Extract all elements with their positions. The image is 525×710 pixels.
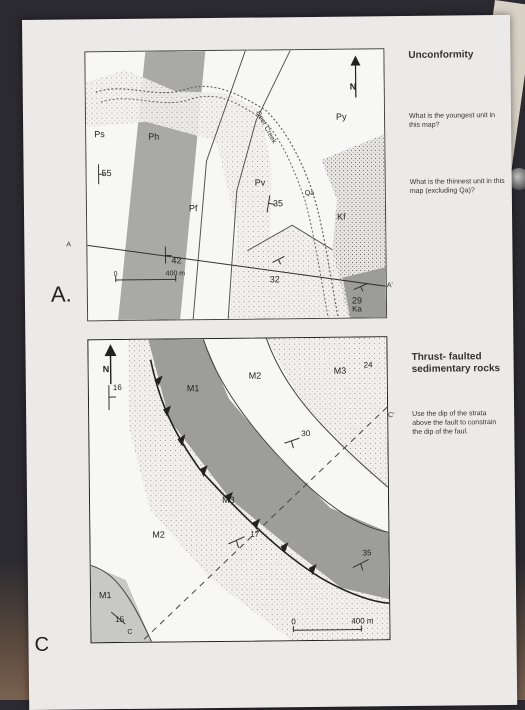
svg-text:M1: M1 [99,590,112,600]
svg-text:M3: M3 [334,366,347,376]
svg-text:Qa: Qa [305,190,315,197]
svg-text:Pv: Pv [255,177,266,187]
svg-text:Py: Py [336,112,347,122]
svg-text:55: 55 [102,168,112,178]
svg-text:C: C [127,629,132,636]
svg-text:Pf: Pf [189,203,198,213]
svg-text:N: N [350,82,357,92]
worksheet-page: A. [22,15,517,710]
svg-text:24: 24 [364,360,374,369]
section-c-letter: C [34,634,49,657]
svg-text:Ka: Ka [352,304,362,313]
section-a-start: A [66,241,71,248]
svg-text:0: 0 [114,271,118,278]
svg-text:N: N [103,364,110,374]
fault-dip-instruction: Use the dip of the strata above the faul… [412,409,507,437]
question-youngest-unit: What is the youngest unit in this map? [409,111,504,130]
svg-text:M1: M1 [187,383,200,393]
svg-text:400 m: 400 m [166,270,186,277]
question-thinnest-unit: What is the thinnest unit in this map (e… [410,177,505,196]
map-c: M1 M2 M3 M3 M2 M1 16 24 30 17 35 15 C 0 … [87,336,390,643]
svg-text:29: 29 [352,295,362,305]
map-a: Ps Ph Pf Pv Py Qa Kf Ka Deer Creek 55 42… [84,48,387,321]
svg-text:M3: M3 [222,495,235,505]
svg-text:M2: M2 [152,530,165,540]
svg-text:16: 16 [113,383,123,392]
svg-text:M2: M2 [249,371,262,381]
svg-text:Ps: Ps [94,129,105,139]
svg-text:0: 0 [291,617,296,626]
svg-text:15: 15 [115,615,125,624]
svg-text:35: 35 [273,198,283,208]
svg-text:400 m: 400 m [351,616,374,625]
svg-text:Ph: Ph [148,132,159,142]
section-a-letter: A. [51,281,72,307]
svg-text:Kf: Kf [337,212,346,222]
svg-text:32: 32 [270,274,280,284]
section-c-notes: Thrust- faulted sedimentary rocks Use th… [411,351,507,437]
svg-text:35: 35 [363,548,373,557]
section-a-heading: Unconformity [408,49,503,62]
section-a-notes: Unconformity What is the youngest unit i… [408,49,505,196]
section-a-end: A' [387,282,393,289]
section-c-heading: Thrust- faulted sedimentary rocks [411,351,506,376]
section-c-end: C' [388,412,394,419]
svg-text:42: 42 [171,255,181,265]
svg-text:30: 30 [301,429,311,438]
svg-text:17: 17 [250,530,260,539]
